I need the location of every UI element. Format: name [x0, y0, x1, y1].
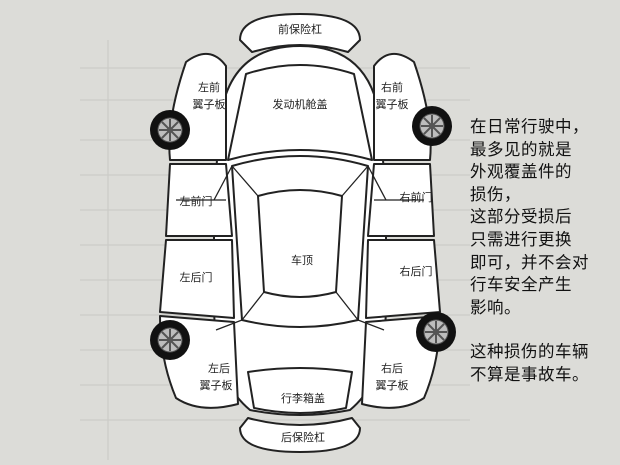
paragraph-gap: [470, 319, 616, 341]
explanation-line: 损伤，: [470, 184, 521, 204]
hood-panel: [227, 64, 373, 161]
label-right-rear-fender-line2: 翼子板: [376, 378, 409, 392]
explanation-line: 影响。: [470, 297, 521, 317]
front-bumper-panel: [239, 13, 361, 53]
wheel-right-rear: [416, 312, 456, 352]
label-hood: 发动机舱盖: [273, 97, 328, 111]
wheel-right-front: [412, 106, 452, 146]
explanation-line: 只需进行更换: [470, 229, 572, 249]
trunk-panel: [247, 367, 353, 414]
wheel-left-front: [150, 110, 190, 150]
explanation-line: 在日常行驶中，: [470, 117, 589, 136]
explanation-line: 即可，并不会对: [470, 252, 589, 272]
explanation-line: 行车安全产生: [470, 275, 572, 295]
label-left-front-fender-line2: 翼子板: [193, 97, 226, 111]
label-right-rear-door: 右后门: [400, 264, 433, 278]
label-trunk: 行李箱盖: [281, 391, 325, 405]
note-line: 这种损伤的车辆: [470, 342, 589, 362]
label-rear-bumper: 后保险杠: [281, 430, 325, 444]
body-crease-lines: [176, 165, 424, 331]
rear-bumper-panel: [239, 417, 361, 453]
explanation-line: 外观覆盖件的: [470, 162, 572, 182]
roof-inner-outline: [257, 189, 343, 298]
explanation-text: 在日常行驶中， 最多见的就是 外观覆盖件的 损伤， 这部分受损后 只需进行更换 …: [470, 116, 616, 387]
label-front-bumper: 前保险杠: [278, 22, 322, 36]
label-right-front-door: 右前门: [400, 190, 433, 204]
left-rear-door-panel: [159, 239, 235, 319]
label-left-rear-door: 左后门: [180, 270, 213, 284]
right-rear-door-panel: [365, 239, 441, 319]
label-right-rear-fender-line1: 右后: [381, 361, 403, 375]
label-left-rear-fender-line1: 左后: [208, 362, 230, 375]
note-line: 不算是事故车。: [470, 364, 589, 384]
wheel-left-rear: [150, 320, 190, 360]
label-left-front-door: 左前门: [180, 194, 213, 208]
label-left-front-fender-line1: 左前: [198, 80, 220, 94]
label-right-front-fender-line2: 翼子板: [376, 97, 409, 111]
explanation-line: 这部分受损后: [470, 207, 572, 227]
explanation-line: 最多见的就是: [470, 139, 572, 159]
label-right-front-fender-line1: 右前: [381, 80, 403, 94]
label-left-rear-fender-line2: 翼子板: [200, 378, 233, 392]
label-roof: 车顶: [291, 253, 313, 267]
